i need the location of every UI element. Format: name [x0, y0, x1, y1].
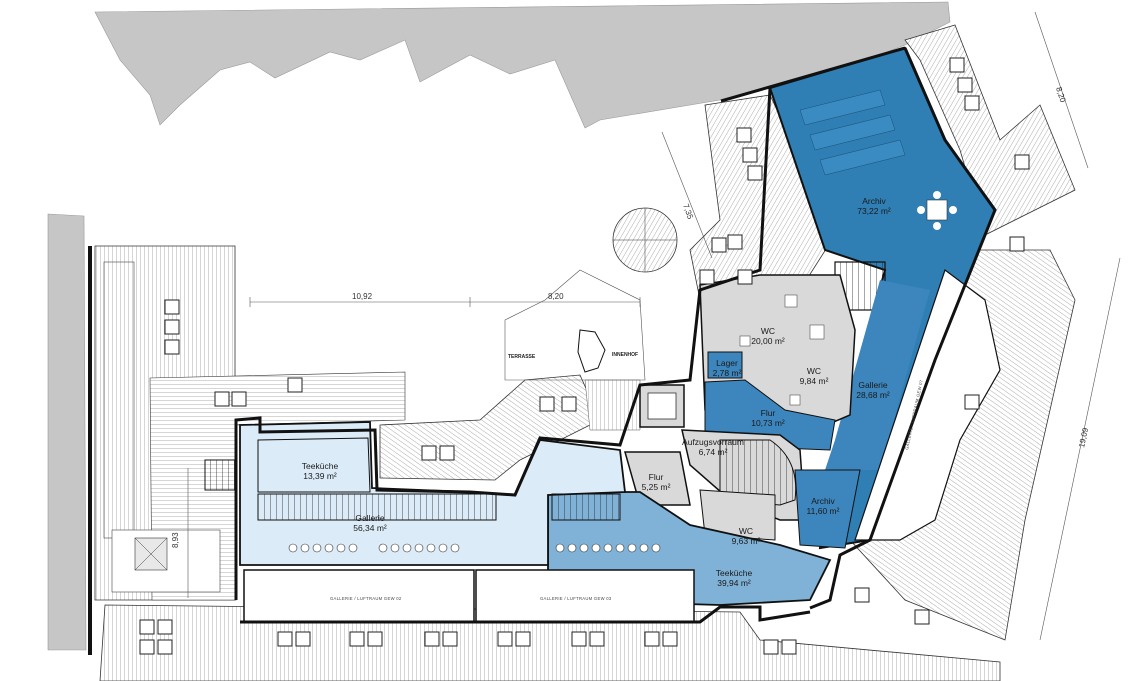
room-label-wc-mid: WC 9,84 m²	[800, 366, 829, 386]
svg-text:Archiv: Archiv	[811, 496, 835, 506]
svg-text:56,34 m²: 56,34 m²	[353, 523, 387, 533]
courtyard-label: INNENHOF	[612, 352, 638, 358]
room-label-teekueche-west: Teeküche 13,39 m²	[302, 461, 339, 481]
room-gallerie-east	[825, 280, 930, 470]
dimension-label: 8,20	[1054, 86, 1068, 104]
svg-text:28,68 m²: 28,68 m²	[856, 390, 890, 400]
room-label-wc-south: WC 9,63 m²	[732, 526, 761, 546]
roof-northeast	[904, 24, 1076, 236]
room-label-gallerie-west: Gallerie 56,34 m²	[353, 513, 387, 533]
svg-text:13,39 m²: 13,39 m²	[303, 471, 337, 481]
svg-text:Teeküche: Teeküche	[716, 568, 753, 578]
table-symbol-icon	[917, 191, 957, 230]
roof-south	[99, 604, 1001, 681]
room-label-flur-north: Flur 10,73 m²	[751, 408, 785, 428]
dimension-label: 19,09	[1077, 426, 1090, 448]
room-label-archiv-large: Archiv 73,22 m²	[857, 196, 891, 216]
void-east	[854, 269, 1001, 541]
neighbor-building-west	[47, 213, 87, 651]
svg-text:WC: WC	[739, 526, 753, 536]
dimension-label: 10,92	[352, 292, 373, 301]
table-row-gallery	[288, 543, 661, 553]
room-label-wc-north: WC 20,00 m²	[751, 326, 785, 346]
svg-text:Flur: Flur	[761, 408, 776, 418]
outer-wall-east	[809, 47, 997, 610]
svg-text:73,22 m²: 73,22 m²	[857, 206, 891, 216]
svg-text:WC: WC	[761, 326, 775, 336]
void-west	[243, 569, 475, 623]
svg-text:11,60 m²: 11,60 m²	[807, 506, 840, 516]
terrace-label: TERRASSE	[508, 354, 536, 360]
svg-text:Archiv: Archiv	[862, 196, 886, 206]
svg-text:20,00 m²: 20,00 m²	[751, 336, 785, 346]
svg-text:6,74 m²: 6,74 m²	[699, 447, 728, 457]
room-lager	[707, 351, 743, 379]
svg-text:WC: WC	[807, 366, 821, 376]
stairs-gallery-west	[257, 493, 497, 521]
dimension-label: 7,35	[681, 203, 695, 221]
room-label-flur-south: Flur 5,25 m²	[642, 472, 671, 492]
svg-text:Teeküche: Teeküche	[302, 461, 339, 471]
dimension-label: 8,20	[548, 292, 564, 301]
svg-text:Lager: Lager	[716, 358, 738, 368]
room-label-gallerie-east: Gallerie 28,68 m²	[856, 380, 890, 400]
courtyard-outline	[504, 269, 646, 381]
svg-text:Gallerie: Gallerie	[355, 513, 385, 523]
skylights	[139, 57, 1030, 655]
svg-text:Flur: Flur	[649, 472, 664, 482]
void-middle	[475, 569, 695, 623]
svg-text:2,78 m²: 2,78 m²	[713, 368, 742, 378]
dimension-label: 8,93	[171, 532, 180, 548]
room-teekueche-west	[257, 437, 371, 493]
outer-wall	[234, 46, 906, 600]
svg-text:39,94 m²: 39,94 m²	[717, 578, 751, 588]
svg-text:10,73 m²: 10,73 m²	[751, 418, 785, 428]
void-label: GALLERIE / LUFTRAUM GEW 03	[540, 596, 612, 601]
svg-text:9,84 m²: 9,84 m²	[800, 376, 829, 386]
room-label-teekueche-east: Teeküche 39,94 m²	[716, 568, 753, 588]
stairs-curved	[719, 439, 797, 506]
room-archiv-small	[794, 469, 861, 549]
room-label-archiv-small: Archiv 11,60 m²	[807, 496, 840, 516]
svg-text:5,25 m²: 5,25 m²	[642, 482, 671, 492]
courtyard-kink	[577, 329, 606, 373]
room-wc-south	[699, 489, 776, 541]
svg-text:9,63 m²: 9,63 m²	[732, 536, 761, 546]
svg-text:Aufzugsvorraum: Aufzugsvorraum	[682, 437, 744, 447]
svg-text:Gallerie: Gallerie	[858, 380, 888, 390]
roof-terrace-east	[584, 379, 641, 431]
outer-wall-south	[240, 605, 811, 624]
void-label: GALLERIE / LUFTRAUM GEW 02	[330, 596, 402, 601]
stairs-gallery-mid	[551, 493, 621, 521]
dimension-lines	[187, 11, 1121, 641]
room-label-lager: Lager 2,78 m²	[713, 358, 742, 378]
stairs-west-entry	[204, 459, 236, 491]
room-label-aufzugsvorraum: Aufzugsvorraum 6,74 m²	[682, 437, 744, 457]
